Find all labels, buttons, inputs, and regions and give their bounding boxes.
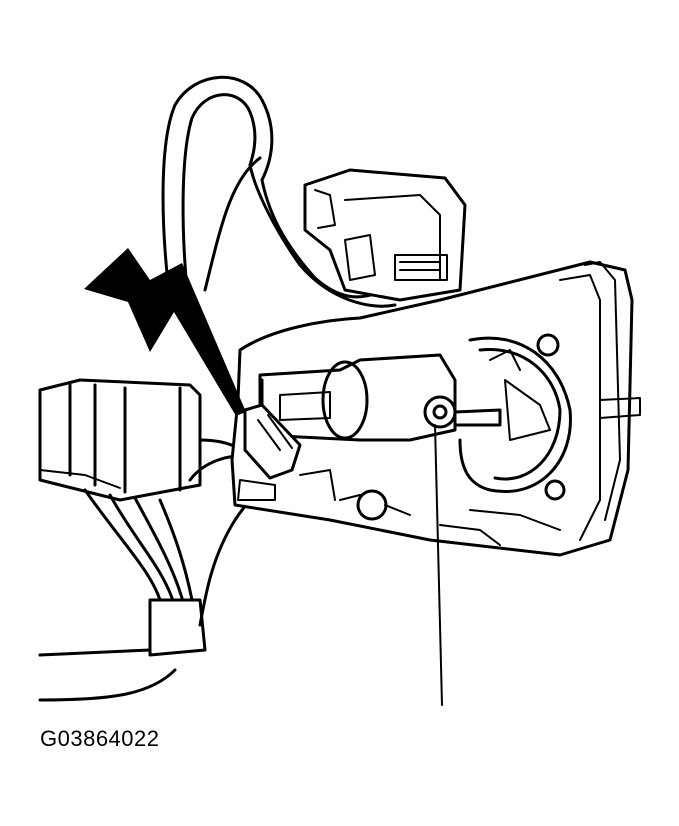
component-diagram [38,75,641,706]
left-connector [38,378,202,502]
figure-code: G03864022 [40,726,160,751]
pointer-arrow-icon [84,248,246,416]
lock-cylinder [423,395,502,429]
switch-connector-terminal [237,403,302,501]
sensor-clip [299,469,411,521]
lead-line [434,424,443,706]
upper-connector [303,168,467,302]
upper-harness-loop [161,75,397,308]
